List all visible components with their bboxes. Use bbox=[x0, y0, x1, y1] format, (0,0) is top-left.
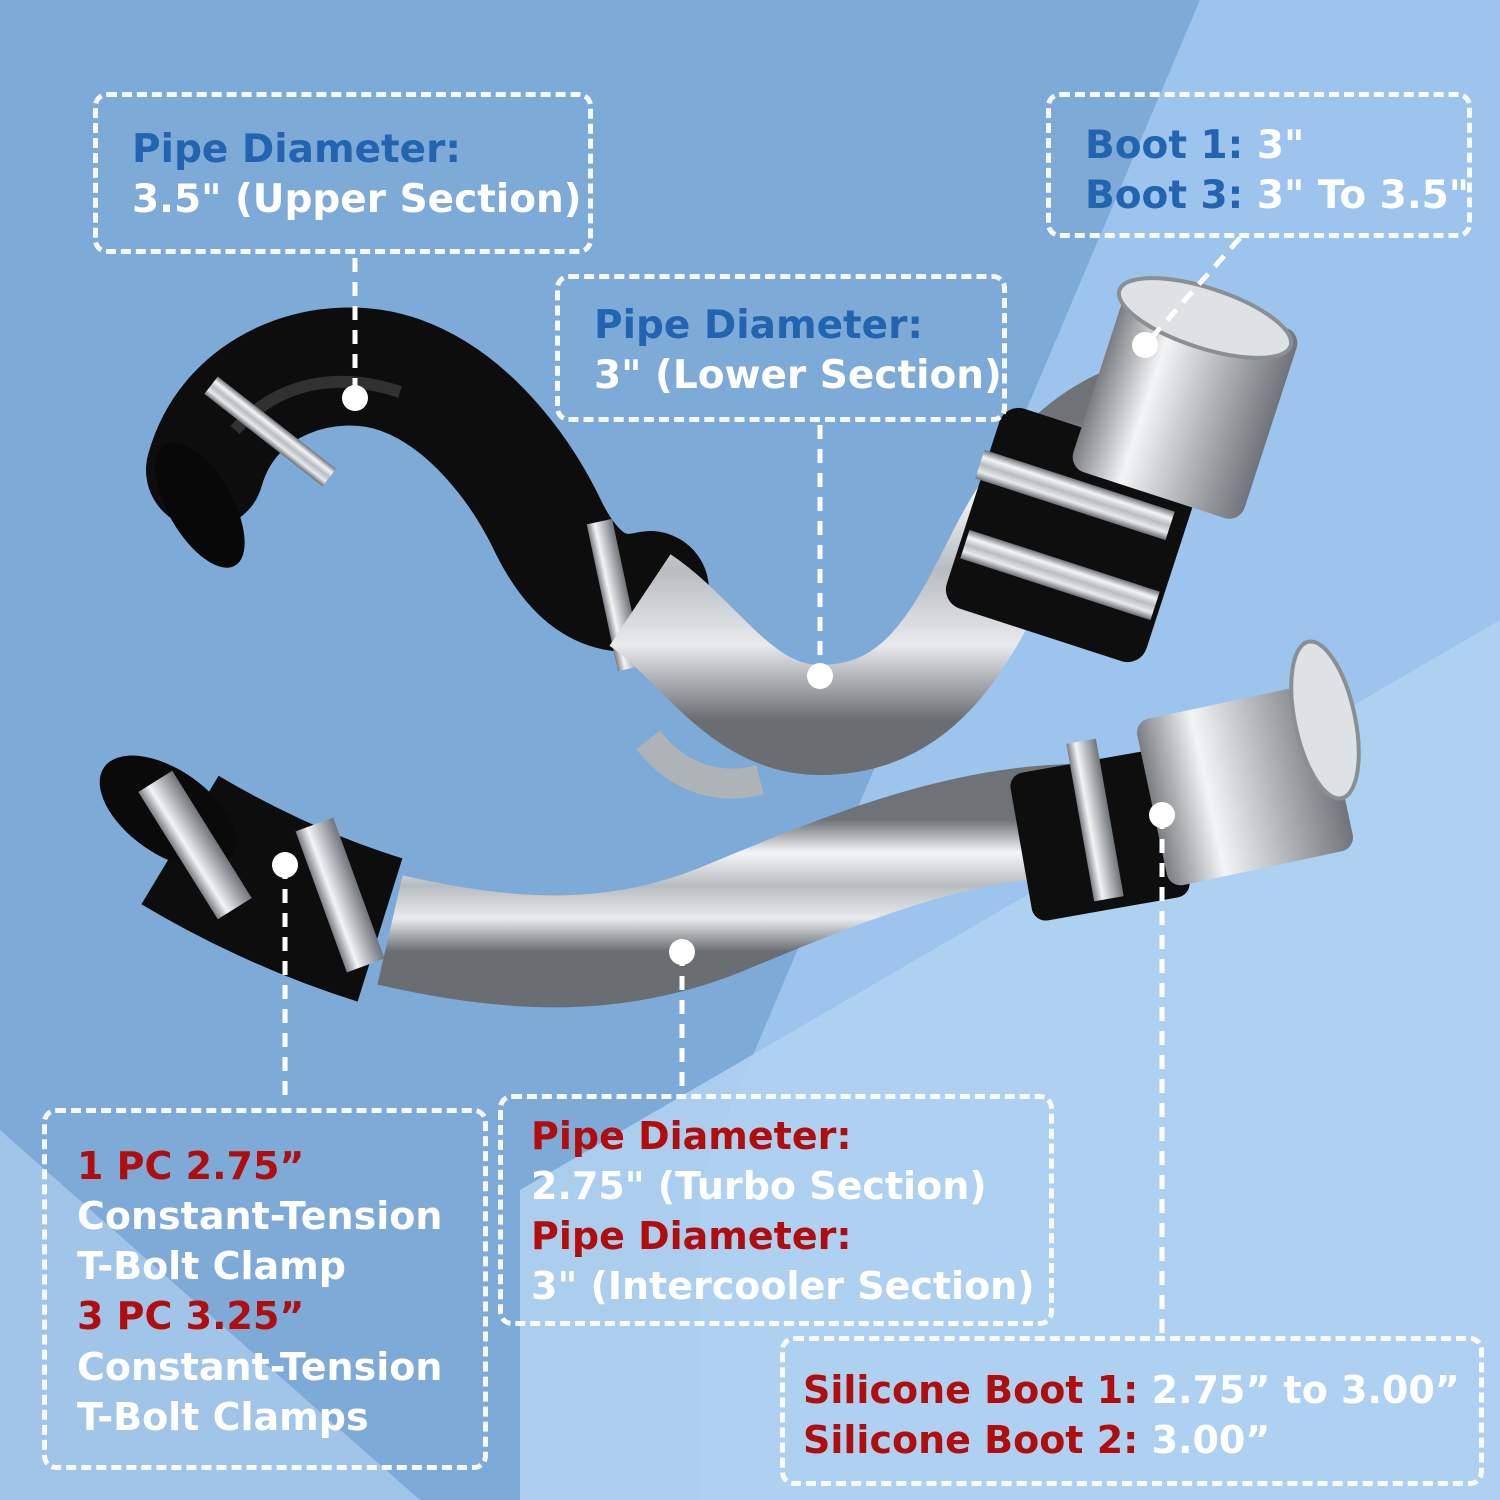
upper-boot-stack bbox=[945, 276, 1298, 663]
boot3-label: Boot 3: bbox=[1085, 172, 1244, 218]
lower-diameter-value: 3" (Lower Section) bbox=[594, 352, 1002, 398]
pointer-dot-icon bbox=[669, 939, 695, 965]
clamp1-name: T-Bolt Clamp bbox=[77, 1244, 346, 1289]
silicone-boot2-value: 3.00” bbox=[1151, 1418, 1271, 1463]
silicone-boot1-label: Silicone Boot 1: bbox=[803, 1368, 1139, 1412]
silicone-boot2-label: Silicone Boot 2: bbox=[803, 1418, 1139, 1463]
callout-boot-sizes: Boot 1: 3" Boot 3: 3" To 3.5" bbox=[1046, 92, 1472, 238]
callout-clamps: 1 PC 2.75” Constant-Tension T-Bolt Clamp… bbox=[42, 1108, 488, 1470]
lower-black-hose bbox=[99, 755, 403, 1002]
pointer-dot-icon bbox=[1149, 802, 1175, 828]
clamp2-quantity: 3 PC 3.25” bbox=[77, 1294, 305, 1339]
lower-silver-pipe bbox=[377, 764, 1081, 1008]
boot1-label: Boot 1: bbox=[1085, 123, 1244, 168]
clamp1-type: Constant-Tension bbox=[77, 1194, 443, 1239]
silicone-boot1-value: 2.75” to 3.00” bbox=[1151, 1368, 1460, 1412]
callout-lower-pipe-diameter: Pipe Diameter: 3" (Lower Section) bbox=[555, 274, 1007, 422]
pointer-dot-icon bbox=[1132, 332, 1158, 358]
turbo-diameter-value: 2.75" (Turbo Section) bbox=[531, 1164, 987, 1209]
intercooler-diameter-value: 3" (Intercooler Section) bbox=[531, 1264, 1035, 1309]
pointer-dot-icon bbox=[342, 385, 368, 411]
callout-silicone-boots: Silicone Boot 1: 2.75” to 3.00” Silicone… bbox=[780, 1336, 1484, 1486]
silicone-boot2-line: Silicone Boot 2: 3.00” bbox=[803, 1415, 1453, 1465]
silicone-boot1-line: Silicone Boot 1: 2.75” to 3.00” bbox=[803, 1365, 1460, 1415]
upper-diameter-label: Pipe Diameter: bbox=[132, 127, 461, 172]
clamp2-name: T-Bolt Clamps bbox=[77, 1394, 369, 1439]
upper-diameter-value: 3.5" (Upper Section) bbox=[132, 176, 582, 222]
boot3-line: Boot 3: 3" To 3.5" bbox=[1085, 171, 1469, 221]
intercooler-diameter-label: Pipe Diameter: bbox=[531, 1214, 852, 1259]
leader-lines bbox=[282, 236, 1242, 1334]
lower-diameter-label: Pipe Diameter: bbox=[594, 303, 923, 348]
clamp1-quantity: 1 PC 2.75” bbox=[77, 1144, 305, 1188]
callout-upper-pipe-diameter: Pipe Diameter: 3.5" (Upper Section) bbox=[93, 92, 593, 254]
callout-turbo-intercooler-diameters: Pipe Diameter: 2.75" (Turbo Section) Pip… bbox=[498, 1094, 1054, 1326]
pointer-dot-icon bbox=[807, 663, 833, 689]
pointer-dot-icon bbox=[272, 852, 298, 878]
clamp2-type: Constant-Tension bbox=[77, 1344, 443, 1389]
pointer-dots bbox=[272, 332, 1175, 965]
boot1-line: Boot 1: 3" bbox=[1085, 121, 1441, 171]
boot3-value: 3" To 3.5" bbox=[1256, 172, 1470, 218]
boot1-value: 3" bbox=[1256, 123, 1305, 168]
lower-boot-stack bbox=[1010, 639, 1361, 921]
turbo-diameter-label: Pipe Diameter: bbox=[531, 1114, 852, 1158]
